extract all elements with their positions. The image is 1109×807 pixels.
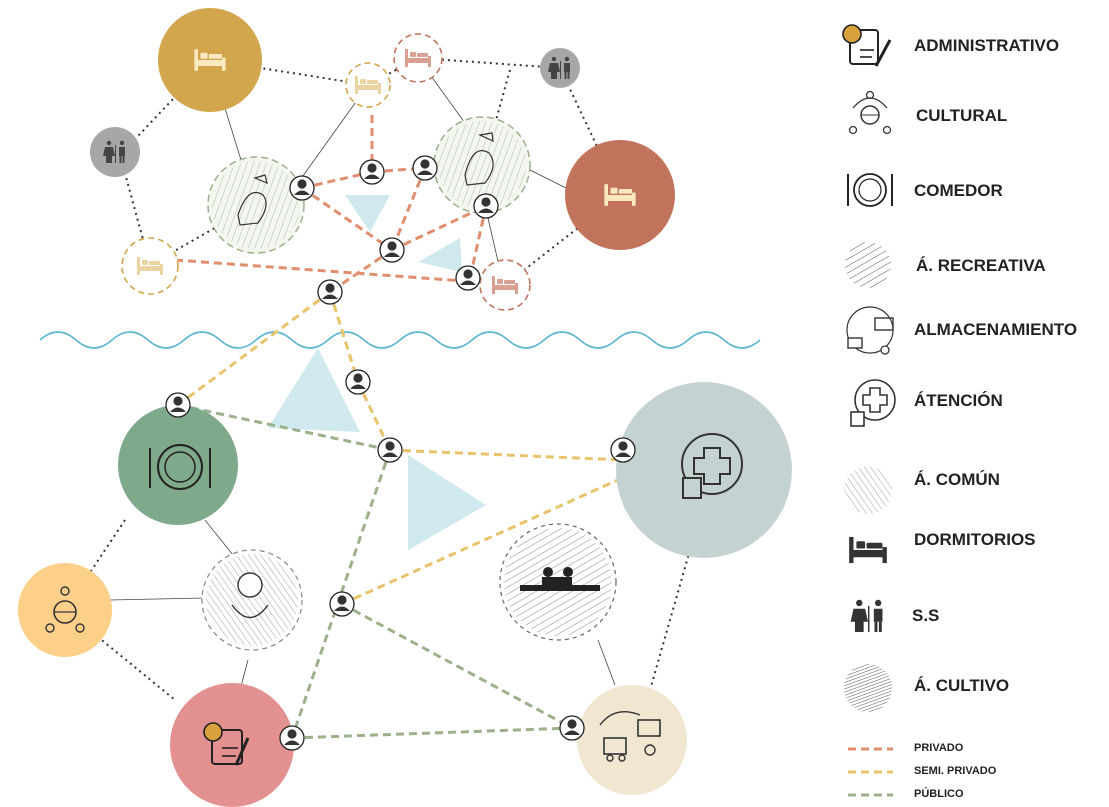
person-node — [473, 193, 499, 219]
legend-label-cultivo: Á. CULTIVO — [914, 676, 1010, 695]
semi-privado-links — [177, 290, 641, 606]
legend-label-administrativo: ADMINISTRATIVO — [914, 36, 1060, 55]
person-node — [279, 725, 305, 751]
medical-cross-icon — [850, 379, 896, 427]
dormitory-node — [158, 8, 262, 112]
dormitory-node-outline — [121, 237, 179, 295]
person-node — [455, 265, 481, 291]
river-wave — [39, 331, 761, 349]
person-node — [412, 155, 438, 181]
person-node — [610, 437, 636, 463]
restroom-icon — [850, 599, 883, 632]
person-node — [329, 591, 355, 617]
person-node — [345, 369, 371, 395]
cultural-globe-people-icon — [848, 90, 892, 135]
legend-label-recreativa: Á. RECREATIVA — [916, 256, 1046, 275]
common-area-hatch-icon — [844, 466, 892, 514]
person-node — [289, 175, 315, 201]
medical-node — [616, 382, 792, 558]
flow-triangle — [408, 455, 486, 550]
flow-triangle — [268, 348, 360, 432]
dormitory-node — [565, 140, 675, 250]
restroom-node — [540, 48, 580, 88]
cultural-node — [18, 563, 112, 657]
storage-node — [577, 685, 687, 795]
person-node — [359, 159, 385, 185]
cultivation-area-node — [207, 156, 305, 254]
plate-cutlery-icon — [847, 173, 893, 207]
dining-node — [118, 405, 238, 525]
dormitory-node-outline — [393, 33, 443, 83]
legend-label-dormitorios: DORMITORIOS — [914, 530, 1036, 549]
person-node — [559, 715, 585, 741]
legend-label-comun: Á. COMÚN — [914, 470, 1000, 489]
dormitory-node-outline — [479, 259, 531, 311]
legend-label-atencion: ÁTENCIÓN — [914, 391, 1003, 410]
legend-line-label-publico: PÚBLICO — [914, 788, 964, 800]
common-area-node — [201, 549, 303, 651]
dormitory-node-outline — [345, 62, 391, 108]
legend-label-almacenamiento: ALMACENAMIENTO — [914, 320, 1078, 339]
person-node — [165, 392, 191, 418]
legend-line-label-privado: PRIVADO — [914, 742, 964, 754]
bed-icon — [849, 536, 887, 564]
administrative-clipboard-icon — [842, 24, 892, 67]
cultivation-hatch-icon — [844, 664, 892, 712]
legend-label-cultural: CULTURAL — [916, 106, 1008, 125]
legend-line-label-semi-privado: SEMI. PRIVADO — [914, 765, 997, 777]
person-node — [379, 237, 405, 263]
legend-icons — [842, 24, 896, 797]
administrative-node — [170, 683, 294, 807]
restroom-node — [90, 127, 140, 177]
flow-triangle — [345, 195, 390, 232]
legend-label-comedor: COMEDOR — [914, 181, 1003, 200]
flow-triangle — [418, 238, 462, 272]
cultivation-area-node — [433, 116, 531, 214]
person-node — [377, 437, 403, 463]
storage-truck-icon — [846, 306, 894, 355]
person-node — [317, 279, 343, 305]
recreational-hatch-icon — [845, 242, 891, 288]
publico-links — [177, 403, 573, 740]
legend-label-ss: S.S — [912, 606, 940, 625]
recreational-area-node — [499, 523, 617, 641]
